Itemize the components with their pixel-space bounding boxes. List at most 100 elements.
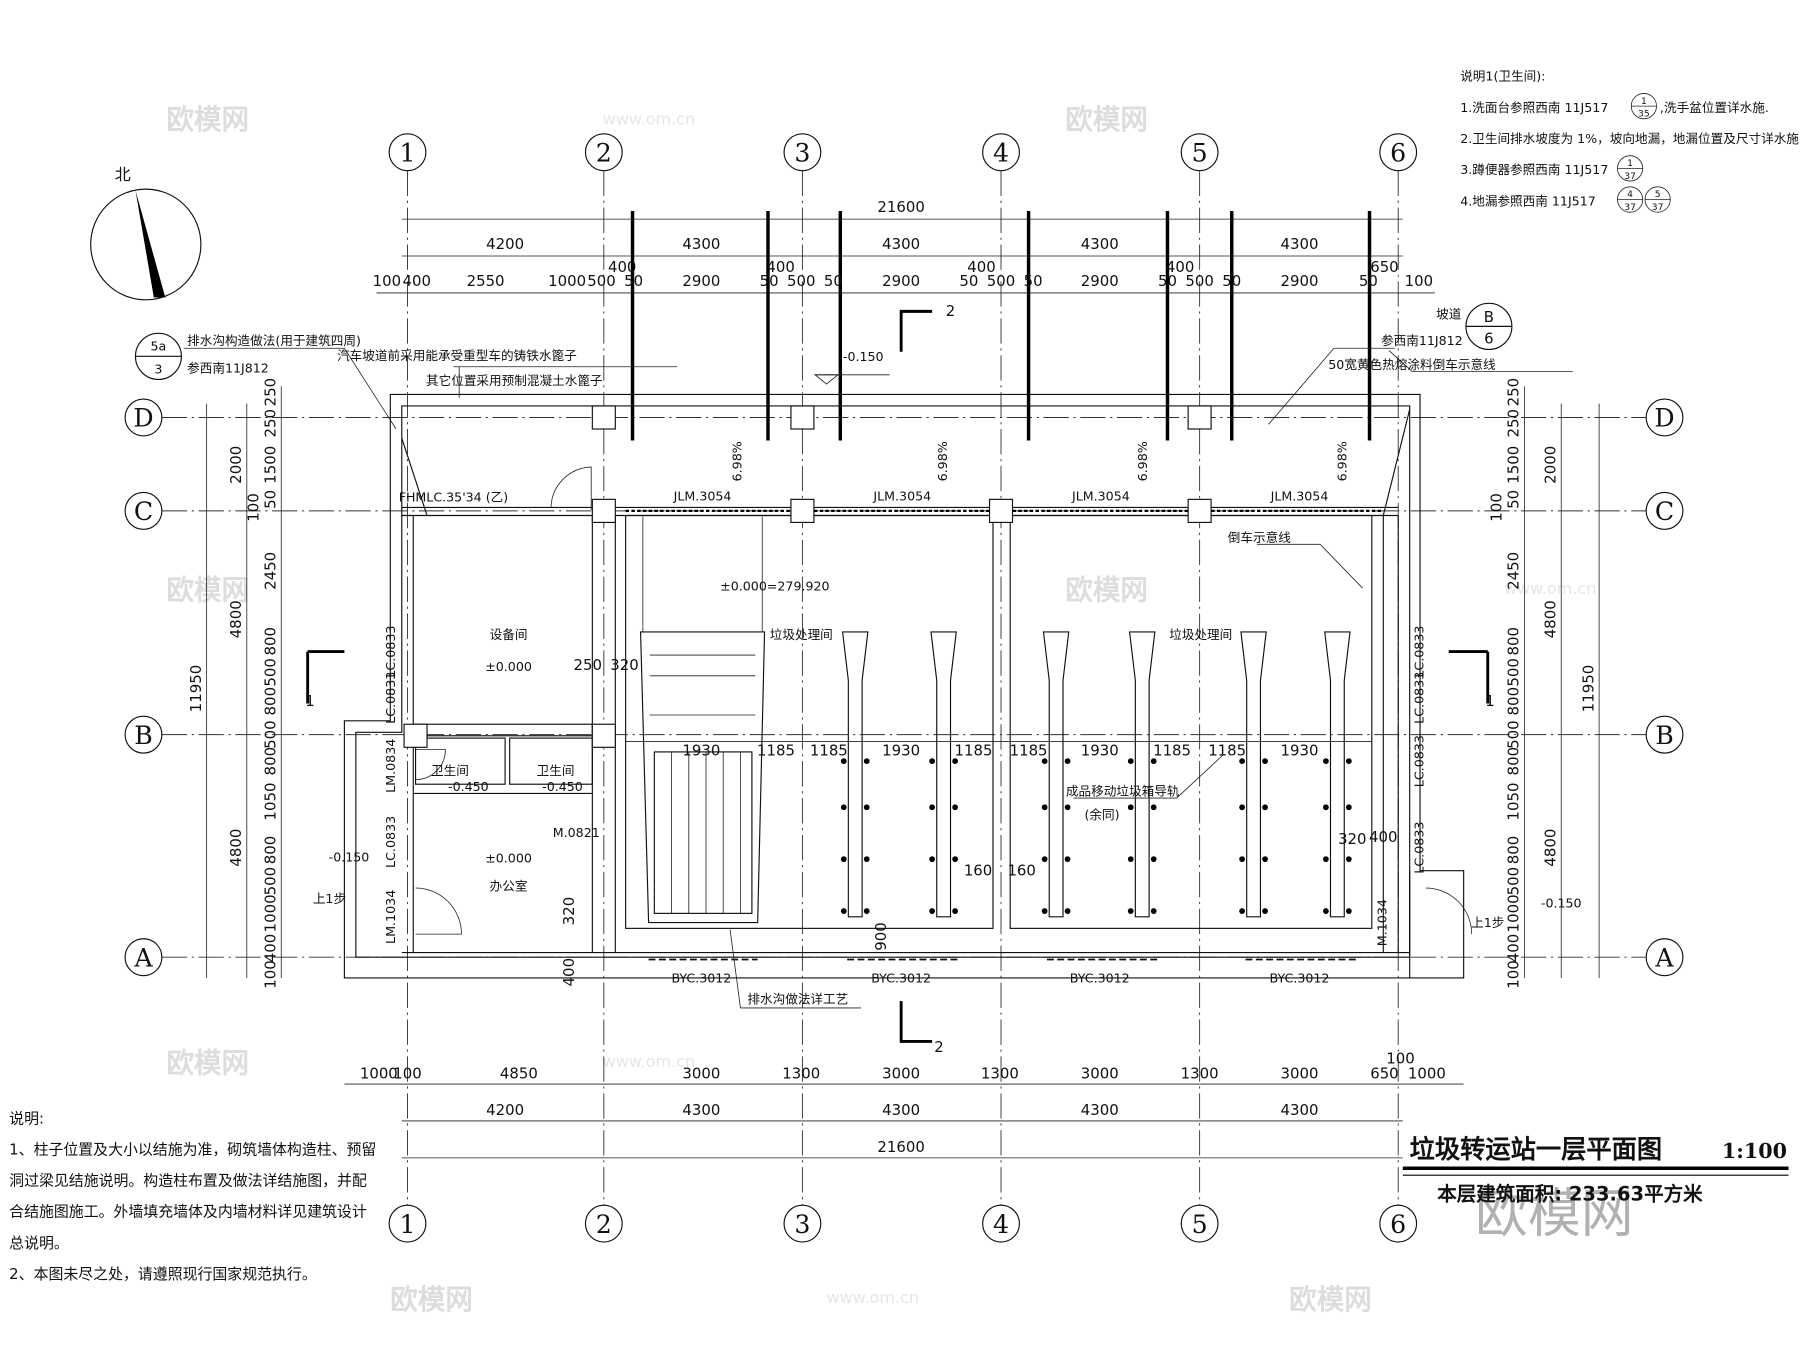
anchor-bolt — [1262, 856, 1268, 863]
roller-door-label: JLM.3054 — [872, 488, 931, 503]
dim-bay: 4300 — [882, 1101, 920, 1119]
container-rail — [841, 631, 869, 918]
dim-misc: 160 — [1007, 861, 1035, 879]
dim-detail: 500 — [262, 867, 280, 896]
anchor-bolt — [840, 908, 847, 914]
dim-detail: 400 — [1166, 258, 1194, 276]
title-block: 垃圾转运站一层平面图 1:100 本层建筑面积: 233.63平方米 — [1402, 1135, 1789, 1206]
axis-bubble — [1645, 398, 1684, 437]
anchor-bolt — [1127, 758, 1134, 765]
dim-detail: 50 — [1158, 272, 1177, 290]
ref-sheet: 37 — [1624, 202, 1636, 213]
axis-bubble — [1379, 1204, 1418, 1243]
ref-num: 4 — [1627, 189, 1633, 200]
dim-detail: 400 — [967, 258, 995, 276]
dim-detail: 50 — [824, 272, 843, 290]
processing-room-label: 垃圾处理间 — [770, 627, 833, 642]
toilet-label: 卫生间 — [537, 763, 575, 778]
dim-detail: 250 — [262, 409, 280, 438]
dim-hall: 1185 — [1010, 741, 1048, 759]
anchor-bolt — [840, 856, 847, 863]
general-notes: 说明: 1、柱子位置及大小以结施为准，砌筑墙体构造柱、预留 洞过梁见结施说明。构… — [9, 1109, 376, 1283]
slope-label: 6.98% — [1135, 441, 1150, 481]
detail-num: B — [1484, 308, 1494, 326]
lm1034-label: LM.1034 — [383, 890, 398, 944]
anchor-bolt — [840, 758, 847, 765]
dim-detail: 650 — [1370, 1064, 1398, 1082]
dim-misc: 320 — [1338, 830, 1366, 848]
dim-detail: 500 — [1505, 658, 1523, 687]
elev-ramp-label: -0.150 — [843, 349, 884, 364]
section-2-label: 2 — [946, 302, 955, 320]
anchor-bolt — [1239, 908, 1245, 914]
anchor-bolt — [1041, 804, 1048, 811]
toilet-note: 4.地漏参照西南 11J517 — [1460, 193, 1596, 208]
dim-detail: 3000 — [1081, 1064, 1119, 1082]
dim-detail: 500 — [1185, 272, 1213, 290]
dim-detail: 50 — [624, 272, 643, 290]
dim-detail: 50 — [1359, 272, 1378, 290]
dim-detail: 100 — [1386, 1049, 1414, 1067]
anchor-bolt — [952, 908, 958, 914]
axis-label: 6 — [1390, 138, 1406, 167]
anchor-bolt — [1127, 908, 1134, 914]
axis-bubble — [1645, 491, 1684, 530]
dim-detail: 1500 — [262, 446, 280, 484]
roller-door-label: JLM.3054 — [673, 488, 732, 503]
processing-room-label: 垃圾处理间 — [1169, 627, 1232, 642]
anchor-bolt — [840, 804, 847, 811]
drawing-title: 垃圾转运站一层平面图 — [1410, 1135, 1662, 1164]
lc0833-label: LC.0833 — [1411, 625, 1426, 677]
dim-hall: 1930 — [1281, 741, 1319, 759]
equipment-elev-label: ±0.000 — [485, 659, 532, 674]
anchor-bolt — [1064, 856, 1071, 863]
anchor-bolt — [1262, 804, 1268, 811]
detail-sheet: 3 — [154, 362, 162, 377]
dim-detail: 800 — [1505, 627, 1523, 656]
dim-mid: 4800 — [1542, 829, 1560, 867]
axis-bubble — [783, 133, 822, 172]
dim-mid: 2000 — [1542, 446, 1560, 484]
anchor-bolt — [1323, 804, 1329, 811]
detail-ref: 参西南11J812 — [187, 360, 269, 375]
anchor-bolt — [1127, 856, 1134, 863]
anchor-bolt — [1064, 908, 1071, 914]
dim-detail: 800 — [262, 836, 280, 865]
watermark-logo: 欧模网 — [166, 1046, 249, 1079]
anchor-bolt — [1041, 758, 1048, 765]
section-2-label: 2 — [934, 1038, 943, 1056]
dim-misc: 160 — [964, 861, 992, 879]
watermark-logo-large: 欧模网 — [1475, 1184, 1633, 1245]
anchor-bolt — [929, 856, 936, 863]
axis-bubble — [124, 938, 163, 977]
toilet-elev-label: -0.450 — [448, 779, 489, 794]
anchor-bolt — [1041, 856, 1048, 863]
dim-detail: 2450 — [262, 552, 280, 590]
container-rail — [1128, 631, 1156, 918]
note-line: 1、柱子位置及大小以结施为准，砌筑墙体构造柱、预留 — [9, 1140, 376, 1158]
north-label: 北 — [115, 165, 131, 184]
dim-misc: 400 — [1369, 828, 1397, 846]
dim-misc: 250 — [574, 656, 602, 674]
detail-title: 坡道 — [1436, 306, 1462, 321]
toilet-note-suffix: ,洗手盆位置详水施. — [1660, 100, 1769, 115]
rail-note-label: 成品移动垃圾箱导轨 — [1066, 784, 1180, 799]
grate-note-2-label: 其它位置采用预制混凝土水篦子 — [426, 373, 603, 388]
axis-label: 5 — [1192, 1210, 1208, 1239]
anchor-bolt — [1150, 856, 1157, 863]
reverse-line-label: 倒车示意线 — [1228, 530, 1291, 545]
louver-window-label: BYC.3012 — [1270, 971, 1330, 986]
ref-num: 1 — [1641, 96, 1647, 107]
dim-detail: 800 — [262, 687, 280, 716]
dim-detail: 50 — [1222, 272, 1241, 290]
lc0833-label: LC.0833 — [1411, 735, 1426, 787]
dim-detail: 1050 — [262, 782, 280, 820]
dim-mid: 4800 — [1542, 600, 1560, 638]
dim-detail: 100 — [262, 960, 280, 989]
drawing-scale: 1:100 — [1722, 1139, 1787, 1163]
axis-label: 2 — [596, 1210, 612, 1239]
axis-bubble — [1645, 715, 1684, 754]
detail-ref-5a: 5a 3 排水沟构造做法(用于建筑四周) 参西南11J812 — [134, 332, 361, 380]
axis-bubble — [1645, 938, 1684, 977]
